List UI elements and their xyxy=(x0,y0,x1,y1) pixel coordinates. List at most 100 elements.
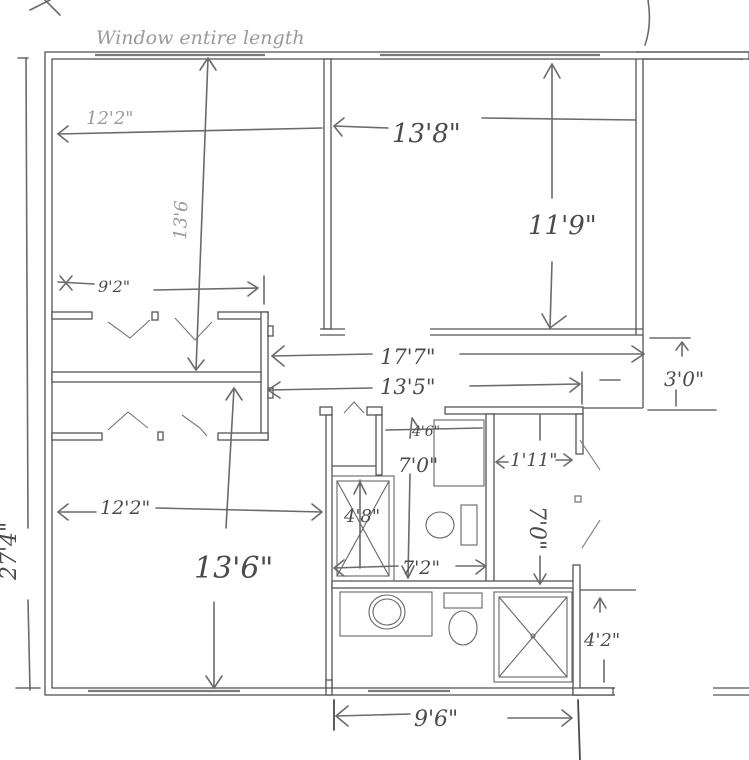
corner-scribble xyxy=(44,0,61,16)
label-closet3-width: 1'11" xyxy=(510,450,558,471)
dim-bed3-arrow-l xyxy=(57,503,69,521)
label-hall-width: 3'0" xyxy=(664,367,704,391)
dim-bed2-right xyxy=(481,117,637,121)
dim-bathtotal-arrow-l xyxy=(335,705,349,727)
dim-overall-line-top xyxy=(25,57,29,529)
dim-bath1-depth xyxy=(385,427,483,431)
window-note: Window entire length xyxy=(96,27,305,49)
toilet1 xyxy=(425,511,455,539)
dim-closet3-arrow-r xyxy=(563,453,573,467)
dim-bed1-length xyxy=(195,57,209,371)
outer-wall xyxy=(44,51,749,696)
dim-bed2-len-bot xyxy=(549,261,553,329)
vanity1 xyxy=(433,419,485,487)
label-bath-total-width: 9'6" xyxy=(414,707,458,732)
dim-hall2-arrow-r xyxy=(569,377,581,393)
exterior-area xyxy=(643,60,749,688)
dimension-lines xyxy=(15,0,717,760)
doors xyxy=(107,317,601,549)
label-hall-inner: 13'5" xyxy=(380,375,436,399)
closet-post2 xyxy=(157,431,164,441)
shower1 xyxy=(331,475,395,582)
windows xyxy=(88,53,600,693)
shower2-drain xyxy=(530,633,536,639)
bath2-bottom-ext xyxy=(572,687,614,696)
bath-divider xyxy=(485,413,495,585)
dim-bed2-arrow-t xyxy=(543,63,561,79)
dim-closet-left xyxy=(57,281,95,285)
bath-top-left xyxy=(319,406,333,416)
corner-scribble2 xyxy=(29,0,51,11)
closet1-bifold-right xyxy=(174,317,213,341)
dimension-labels: Window entire length 12'2" 13'6 13'8" 11… xyxy=(0,27,704,732)
dim-closet3-arrow-l xyxy=(495,455,505,469)
label-shower1-width: 4'8" xyxy=(343,506,380,527)
top-right-scribble xyxy=(644,0,651,46)
shower1-diag2 xyxy=(336,480,390,577)
label-closet-width: 9'2" xyxy=(98,277,130,296)
dim-hall2-left xyxy=(267,387,373,391)
interior-walls xyxy=(51,58,643,696)
closet2-bottom-right xyxy=(217,432,269,441)
shower2-inner xyxy=(498,596,568,678)
dim-bed1-width-arrow-l xyxy=(57,125,69,143)
dim-bed3-arrow-r xyxy=(311,503,323,521)
closet1-top-left xyxy=(51,311,93,320)
closet-divider xyxy=(51,371,262,383)
bath-top-mid xyxy=(366,406,383,416)
closet3-door2 xyxy=(581,519,601,549)
dim-hall2-arrow-l xyxy=(267,381,281,399)
door-knob xyxy=(574,495,582,503)
dim-hall-arrow-l xyxy=(271,345,285,367)
dim-bath1-len xyxy=(407,473,411,579)
shower2-diag2 xyxy=(498,596,568,678)
wall-bed1-bed2 xyxy=(323,58,332,330)
label-bed2-length: 11'9" xyxy=(528,211,597,241)
closet3-door xyxy=(579,439,601,471)
sink2 xyxy=(368,594,406,630)
dim-bed1-width xyxy=(57,127,323,135)
dim-closet-x xyxy=(59,275,73,291)
label-bath1-depth: 4'6" xyxy=(411,424,440,440)
dim-bathtotal-tick-r xyxy=(577,699,581,760)
dim-closet-right xyxy=(153,287,259,291)
label-bed2-width: 13'8" xyxy=(392,119,461,149)
dim-bed3-arrow-b xyxy=(205,675,223,689)
bath2-right-wall xyxy=(572,564,581,696)
dim-bathtotal-arrow-r xyxy=(561,709,573,727)
dim-bed1-arrow-b xyxy=(187,357,205,371)
dim-hall-left xyxy=(271,353,373,357)
dim-bath1-width-arrow-l xyxy=(333,559,345,577)
wall-jog1 xyxy=(267,325,274,337)
dim-closet3-arrow-b xyxy=(533,573,547,585)
shower2 xyxy=(493,591,573,683)
dim-bath1-depth-arrow xyxy=(409,417,421,439)
label-bed1-length: 13'6 xyxy=(170,200,192,240)
linen-right-wall xyxy=(375,414,383,476)
dim-overall-line-bot xyxy=(27,599,31,691)
closet3-right-top xyxy=(575,413,584,455)
dim-hallw-arrowhead-t xyxy=(675,341,689,351)
label-bath1-length: 7'0" xyxy=(398,453,438,477)
label-closet3-length: 7'0" xyxy=(524,506,549,550)
dim-bath1-width-l xyxy=(333,565,399,569)
dim-bath1-width-arrow-r xyxy=(475,559,487,575)
fixtures xyxy=(331,419,573,683)
toilet2 xyxy=(448,610,478,646)
dim-bed2-arrow-b xyxy=(541,313,567,329)
sink2-inner xyxy=(372,598,402,626)
dim-bath2-arrow-t xyxy=(593,597,607,609)
bath-left-wall xyxy=(325,414,333,696)
label-bed3-length: 13'6" xyxy=(194,551,273,586)
toilet1-tank xyxy=(460,504,478,546)
label-hall-length: 17'7" xyxy=(380,345,436,369)
closet2-bifold-right xyxy=(181,414,208,437)
shower1-inner xyxy=(336,480,390,577)
label-bath2-width: 4'2" xyxy=(583,630,620,651)
bath-top-right xyxy=(444,406,584,415)
dim-shower1-arrow-t xyxy=(353,481,367,495)
label-bed1-width: 12'2" xyxy=(86,108,134,129)
dim-bed3-arrow-t xyxy=(225,387,243,401)
dim-closet-arrow-r xyxy=(247,281,259,297)
